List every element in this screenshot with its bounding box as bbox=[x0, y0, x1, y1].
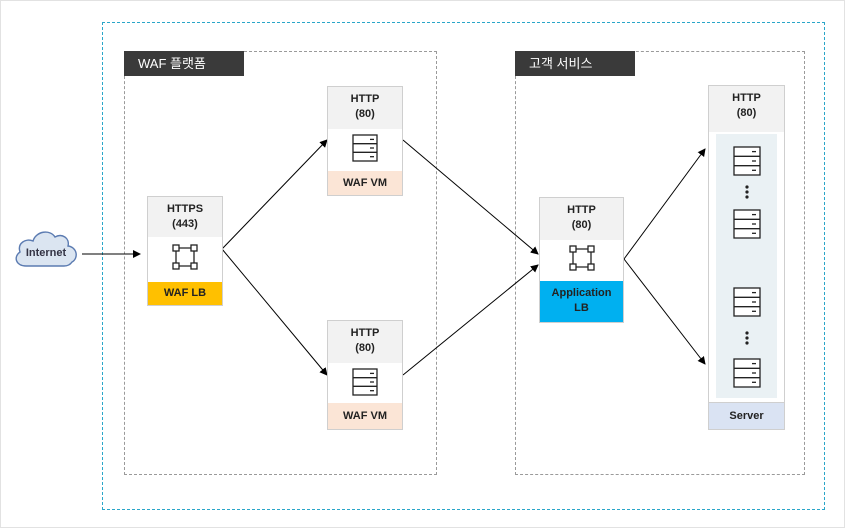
arrow-app-lb-to-server-bottom bbox=[623, 258, 706, 365]
waf-vm-top-label: WAF VM bbox=[328, 171, 402, 195]
waf-vm-top-port: (80) bbox=[355, 108, 375, 120]
internet-cloud-icon bbox=[15, 231, 77, 267]
waf-vm-top-protocol: HTTP bbox=[350, 93, 380, 105]
waf-lb-port: (443) bbox=[172, 218, 198, 230]
waf-lb-label: WAF LB bbox=[148, 282, 222, 305]
server-icon bbox=[328, 134, 402, 162]
waf-platform-tab: WAF 플랫폼 bbox=[124, 51, 244, 76]
arrow-vm-bottom-to-app-lb bbox=[402, 264, 539, 376]
vpc-region bbox=[102, 22, 825, 510]
app-lb-port: (80) bbox=[571, 219, 592, 231]
app-lb-label: Application LB bbox=[540, 281, 623, 322]
waf-vm-bottom-protocol: HTTP bbox=[350, 327, 380, 339]
server-group-node[interactable]: HTTP (80) Server bbox=[708, 85, 785, 430]
waf-vm-top-node[interactable]: HTTP (80) WAF VM bbox=[327, 86, 403, 196]
server-group-port: (80) bbox=[736, 107, 757, 119]
app-lb-protocol: HTTP bbox=[567, 204, 596, 216]
ellipsis-icon bbox=[745, 331, 749, 345]
customer-service-tab: 고객 서비스 bbox=[515, 51, 635, 76]
waf-vm-bottom-label: WAF VM bbox=[328, 403, 402, 429]
server-list bbox=[716, 134, 777, 398]
server-icon bbox=[733, 358, 761, 388]
server-icon bbox=[328, 368, 402, 396]
app-lb-label-line2: LB bbox=[574, 302, 589, 314]
internet-label: Internet bbox=[25, 247, 67, 259]
ellipsis-icon bbox=[745, 185, 749, 199]
app-lb-label-line1: Application bbox=[551, 287, 612, 299]
customer-service-group bbox=[515, 51, 805, 475]
server-group-label: Server bbox=[709, 402, 784, 429]
server-group-protocol: HTTP bbox=[732, 92, 761, 104]
application-lb-node[interactable]: HTTP (80) Application LB bbox=[539, 197, 624, 323]
waf-vm-bottom-node[interactable]: HTTP (80) WAF VM bbox=[327, 320, 403, 430]
load-balancer-icon bbox=[148, 243, 222, 271]
waf-lb-protocol: HTTPS bbox=[166, 203, 204, 215]
server-icon bbox=[733, 209, 761, 239]
server-icon bbox=[733, 146, 761, 176]
waf-lb-node[interactable]: HTTPS (443) WAF LB bbox=[147, 196, 223, 306]
server-icon bbox=[733, 287, 761, 317]
arrow-waf-lb-to-vm-bottom bbox=[221, 248, 328, 376]
arrow-vm-top-to-app-lb bbox=[402, 139, 539, 255]
waf-platform-group bbox=[124, 51, 437, 475]
arrow-app-lb-to-server-top bbox=[623, 148, 706, 260]
arrow-waf-lb-to-vm-top bbox=[221, 139, 328, 250]
load-balancer-icon bbox=[540, 244, 623, 272]
waf-vm-bottom-port: (80) bbox=[355, 342, 375, 354]
